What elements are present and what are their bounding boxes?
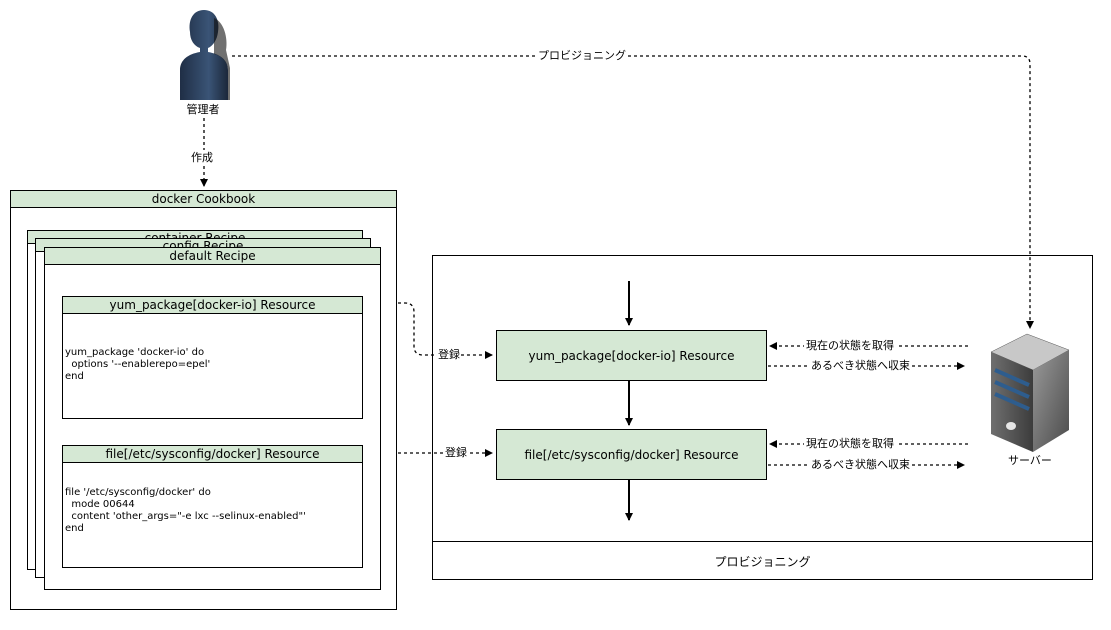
edge-label-register-1: 登録 — [437, 348, 461, 362]
server-icon — [990, 333, 1070, 452]
person-icon — [180, 10, 230, 100]
edge-label-get-state-2: 現在の状態を取得 — [804, 437, 896, 451]
edge-label-create: 作成 — [190, 150, 214, 166]
cookbook-resource-yum-code: yum_package 'docker-io' do options '--en… — [65, 347, 211, 382]
cookbook-title: docker Cookbook — [10, 190, 397, 208]
cookbook-resource-file-code: file '/etc/sysconfig/docker' do mode 006… — [65, 487, 306, 534]
provisioning-resource-yum-label: yum_package[docker-io] Resource — [528, 348, 735, 363]
provisioning-label: プロビジョニング — [714, 554, 811, 569]
server-label: サーバー — [1008, 454, 1052, 467]
admin-label: 管理者 — [186, 103, 220, 116]
cookbook-resource-yum: yum_package[docker-io] Resource yum_pack… — [62, 296, 363, 419]
provisioning-footer: プロビジョニング — [432, 541, 1093, 580]
provisioning-resource-yum: yum_package[docker-io] Resource — [496, 330, 767, 381]
provisioning-resource-file-label: file[/etc/sysconfig/docker] Resource — [524, 447, 739, 462]
recipe-title-default: default Recipe — [44, 247, 381, 265]
cookbook-resource-yum-title: yum_package[docker-io] Resource — [62, 296, 363, 314]
edge-label-converge-2: あるべき状態へ収束 — [809, 458, 912, 472]
provisioning-container: プロビジョニング — [432, 255, 1093, 580]
admin-node: 管理者 — [170, 8, 236, 120]
edge-label-get-state-1: 現在の状態を取得 — [804, 339, 896, 353]
edge-label-converge-1: あるべき状態へ収束 — [809, 359, 912, 373]
cookbook-resource-file-title: file[/etc/sysconfig/docker] Resource — [62, 445, 363, 463]
edge-register-1 — [362, 302, 493, 359]
cookbook-resource-file: file[/etc/sysconfig/docker] Resource fil… — [62, 445, 363, 568]
edge-label-provisioning-top: プロビジョニング — [536, 49, 628, 63]
server-node: サーバー — [985, 330, 1075, 470]
recipe-card-default: default Recipe yum_package[docker-io] Re… — [44, 247, 381, 590]
provisioning-resource-file: file[/etc/sysconfig/docker] Resource — [496, 429, 767, 480]
edge-label-register-2: 登録 — [444, 446, 468, 460]
